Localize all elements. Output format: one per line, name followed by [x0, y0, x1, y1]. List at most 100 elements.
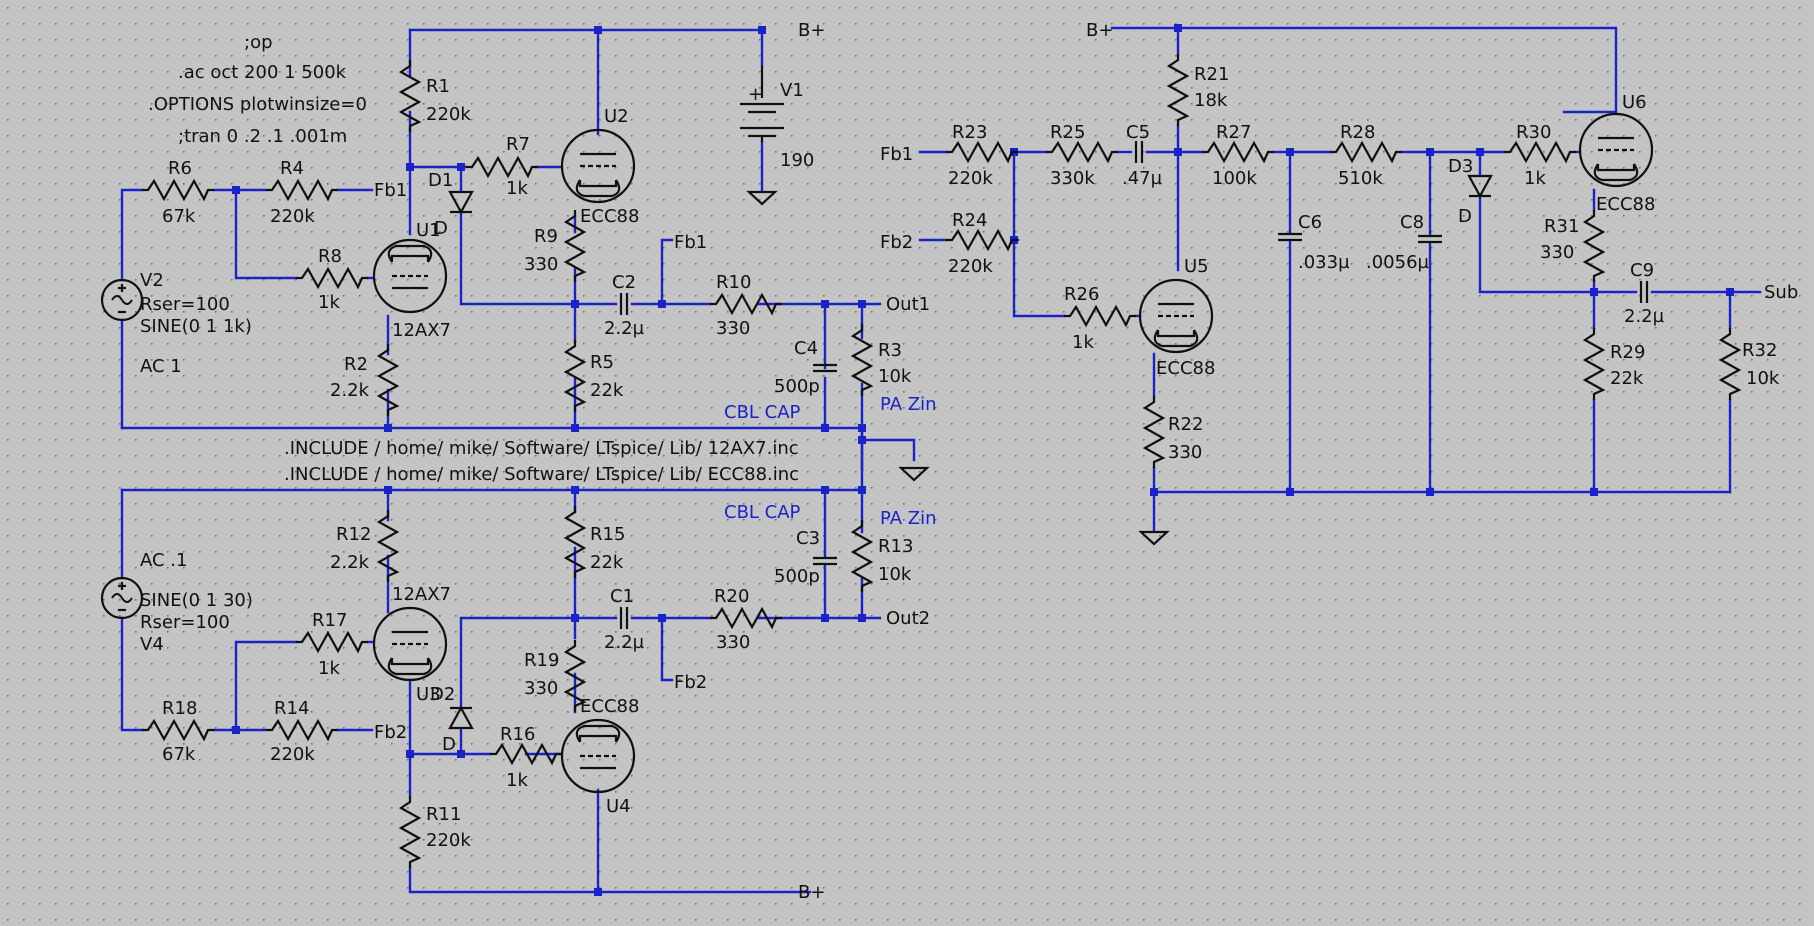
c3-name-label: C3 — [796, 528, 820, 549]
resistor-R32[interactable]: R32 10k — [1719, 326, 1780, 402]
r17-name-label: R17 — [312, 610, 347, 631]
r21-value-label: 18k — [1194, 90, 1228, 111]
resistor-R1[interactable]: R1 220k — [399, 58, 471, 134]
resistor-R19[interactable]: R19 330 — [524, 638, 586, 714]
directive-ac[interactable]: .ac oct 200 1 500k — [178, 62, 347, 83]
r5-name-label: R5 — [590, 352, 614, 373]
diode-D1[interactable]: D1 D — [428, 170, 474, 239]
capacitor-C4[interactable]: C4 500p — [774, 338, 839, 397]
resistor-R9[interactable]: R9 330 — [524, 208, 586, 284]
r10-name-label: R10 — [716, 272, 751, 293]
capacitor-C8[interactable]: C8 .0056µ — [1366, 212, 1444, 273]
resistor-R23[interactable]: R23 220k — [944, 122, 1020, 189]
resistor-R6[interactable]: R6 67k — [140, 158, 216, 227]
resistor-R13[interactable]: R13 10k — [851, 518, 913, 594]
directive-options[interactable]: .OPTIONS plotwinsize=0 — [148, 94, 367, 115]
resistor-R4[interactable]: R4 220k — [264, 158, 340, 227]
directive-op[interactable]: ;op — [244, 32, 273, 53]
tube-U1[interactable]: U1 12AX7 — [372, 220, 451, 341]
r6-value-label: 67k — [162, 206, 196, 227]
tube-U2[interactable]: U2 ECC88 — [560, 106, 639, 227]
resistor-R12[interactable]: R12 2.2k — [330, 508, 399, 584]
net-labels[interactable]: B+ B+ B+ Fb1 Fb1 Fb1 Fb2 Fb2 Fb2 Out1 Ou… — [374, 20, 1798, 903]
resistor-R11[interactable]: R11 220k — [399, 794, 471, 870]
tube-U3[interactable]: 12AX7 U3 — [372, 584, 451, 705]
r8-value-label: 1k — [318, 292, 340, 313]
resistor-R5[interactable]: R5 22k — [564, 338, 624, 414]
r14-name-label: R14 — [274, 698, 309, 719]
c8-name-label: C8 — [1400, 212, 1424, 233]
r14-value-label: 220k — [270, 744, 315, 765]
u6-value-label: ECC88 — [1596, 194, 1655, 215]
capacitor-C6[interactable]: C6 .033µ — [1276, 212, 1350, 273]
resistor-R7[interactable]: R7 1k — [464, 134, 540, 199]
resistor-R17[interactable]: R17 1k — [294, 610, 370, 679]
resistor-R18[interactable]: R18 67k — [140, 698, 216, 765]
c3-value-label: 500p — [774, 566, 820, 587]
u2-value-label: ECC88 — [580, 206, 639, 227]
d1-value-label: D — [434, 218, 448, 239]
comments[interactable]: CBL CAP PA Zin CBL CAP PA Zin — [724, 394, 936, 529]
r1-name-label: R1 — [426, 76, 450, 97]
capacitor-C3[interactable]: C3 500p — [774, 528, 839, 587]
resistor-R20[interactable]: R20 330 — [708, 586, 784, 653]
r1-value-label: 220k — [426, 104, 471, 125]
diode-D3[interactable]: D3 D — [1448, 156, 1493, 227]
source-V4[interactable]: AC .1 SINE(0 1 30) Rser=100 V4 — [100, 550, 253, 655]
resistor-R30[interactable]: R30 1k — [1502, 122, 1578, 189]
resistor-R22[interactable]: R22 330 — [1143, 394, 1203, 470]
diode-D2[interactable]: D2 D — [430, 684, 474, 755]
v1-value-label: 190 — [780, 150, 814, 171]
resistor-R27[interactable]: R27 100k — [1200, 122, 1276, 189]
tube-U5[interactable]: U5 ECC88 — [1138, 256, 1215, 379]
resistor-R2[interactable]: R2 2.2k — [330, 342, 399, 418]
capacitor-C9[interactable]: C9 2.2µ — [1624, 260, 1665, 327]
net-fb1-mid: Fb1 — [674, 232, 707, 253]
c1-name-label: C1 — [610, 586, 634, 607]
net-fb2-left: Fb2 — [374, 722, 407, 743]
r3-name-label: R3 — [878, 340, 902, 361]
resistor-R29[interactable]: R29 22k — [1583, 326, 1645, 402]
r28-name-label: R28 — [1340, 122, 1375, 143]
resistor-R14[interactable]: R14 220k — [264, 698, 340, 765]
tube-U4[interactable]: ECC88 U4 — [560, 696, 639, 817]
resistor-R10[interactable]: R10 330 — [708, 272, 784, 339]
comment-cbl-cap-2: CBL CAP — [724, 502, 801, 523]
c9-name-label: C9 — [1630, 260, 1654, 281]
capacitor-C5[interactable]: C5 .47µ — [1122, 122, 1163, 189]
spice-directives[interactable]: ;op .ac oct 200 1 500k .OPTIONS plotwins… — [148, 32, 799, 485]
directive-tran[interactable]: ;tran 0 .2 .1 .001m — [178, 126, 347, 147]
r15-name-label: R15 — [590, 524, 625, 545]
resistor-R28[interactable]: R28 510k — [1328, 122, 1404, 189]
resistor-R26[interactable]: R26 1k — [1062, 284, 1138, 353]
capacitor-C1[interactable]: C1 2.2µ — [604, 586, 645, 653]
r28-value-label: 510k — [1338, 168, 1383, 189]
resistor-R16[interactable]: R16 1k — [488, 724, 564, 791]
r7-value-label: 1k — [506, 178, 528, 199]
net-out2: Out2 — [886, 608, 930, 629]
r11-value-label: 220k — [426, 830, 471, 851]
r27-value-label: 100k — [1212, 168, 1257, 189]
r10-value-label: 330 — [716, 318, 750, 339]
resistor-R15[interactable]: R15 22k — [564, 504, 625, 580]
source-V2[interactable]: V2 Rser=100 SINE(0 1 1k) AC 1 — [100, 270, 252, 377]
resistor-R24[interactable]: R24 220k — [944, 210, 1020, 277]
net-out1: Out1 — [886, 294, 930, 315]
resistor-R25[interactable]: R25 330k — [1044, 122, 1120, 189]
r20-value-label: 330 — [716, 632, 750, 653]
r19-name-label: R19 — [524, 650, 559, 671]
resistor-R3[interactable]: R3 10k — [851, 322, 912, 398]
battery-V1[interactable]: + V1 190 — [740, 66, 814, 171]
resistor-R8[interactable]: R8 1k — [294, 246, 370, 313]
r23-value-label: 220k — [948, 168, 993, 189]
r7-name-label: R7 — [506, 134, 530, 155]
resistor-R21[interactable]: R21 18k — [1167, 52, 1229, 128]
directive-include-ecc88[interactable]: .INCLUDE / home/ mike/ Software/ LTspice… — [284, 464, 799, 485]
capacitor-C2[interactable]: C2 2.2µ — [604, 272, 645, 339]
c9-value-label: 2.2µ — [1624, 306, 1665, 327]
resistor-R31[interactable]: R31 330 — [1540, 208, 1605, 284]
directive-include-12ax7[interactable]: .INCLUDE / home/ mike/ Software/ LTspice… — [284, 438, 799, 459]
tube-U6[interactable]: U6 ECC88 — [1578, 92, 1655, 215]
v2-name-label: V2 — [140, 270, 164, 291]
